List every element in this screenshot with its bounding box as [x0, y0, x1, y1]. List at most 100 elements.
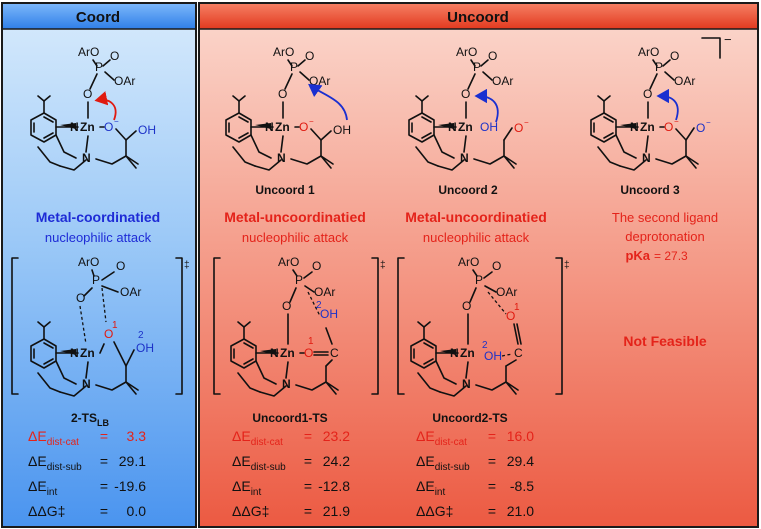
svg-text:ArO: ArO: [78, 45, 99, 59]
svg-text:OH: OH: [480, 120, 498, 134]
svg-text:=: =: [100, 478, 108, 494]
svg-text:−: −: [309, 117, 314, 126]
svg-text:=: =: [488, 453, 496, 469]
svg-text:N: N: [450, 346, 459, 360]
svg-text:=: =: [304, 428, 312, 444]
svg-text:O: O: [312, 259, 321, 273]
energy-value-int: -19.6: [114, 478, 146, 494]
svg-text:=: =: [304, 453, 312, 469]
svg-text:1: 1: [308, 336, 314, 347]
svg-text:O: O: [299, 120, 308, 134]
uncoord1-label: Uncoord 1: [255, 183, 315, 197]
svg-text:O: O: [76, 291, 85, 305]
svg-text:OH: OH: [333, 123, 351, 137]
svg-text:OAr: OAr: [674, 74, 695, 88]
energy-value-dist_cat: 3.3: [127, 428, 147, 444]
energy-value-ddg: 21.0: [507, 503, 534, 519]
svg-text:=: =: [304, 503, 312, 519]
svg-text:ArO: ArO: [458, 255, 479, 269]
svg-text:=: =: [100, 453, 108, 469]
energy-value-ddg: 0.0: [127, 503, 147, 519]
svg-text:N: N: [642, 151, 651, 165]
svg-text:‡: ‡: [564, 260, 570, 271]
coord-ts-structure: ArO P O OAr O Zn N N O 1 2 OH 2-TSLB: [30, 255, 154, 428]
svg-text:N: N: [448, 120, 457, 134]
svg-text:O: O: [492, 259, 501, 273]
uncoord2-label: Uncoord 2: [438, 183, 498, 197]
svg-text:O: O: [116, 259, 125, 273]
svg-text:N: N: [265, 120, 274, 134]
svg-text:O: O: [282, 299, 291, 313]
uncoord3-structure: ArO P O OAr O Zn N N O − O − Uncoord 3: [590, 45, 711, 197]
uncoord1-desc-title: Metal-uncoordinatied: [224, 209, 366, 225]
svg-text:N: N: [460, 151, 469, 165]
energy-value-dist_sub: 29.1: [119, 453, 146, 469]
energy-label-dist_cat: ΔEdist-cat: [232, 428, 283, 448]
uncoord1-structure: ArO P O OAr O Zn N N O − OH Uncoord 1: [225, 45, 351, 197]
svg-text:C: C: [330, 346, 339, 360]
not-feasible: Not Feasible: [623, 333, 706, 349]
svg-text:O: O: [83, 87, 92, 101]
svg-text:N: N: [82, 151, 91, 165]
svg-text:OAr: OAr: [114, 74, 135, 88]
svg-text:O: O: [104, 327, 113, 341]
uncoord3-label: Uncoord 3: [620, 183, 680, 197]
svg-text:O: O: [461, 87, 470, 101]
svg-text:Zn: Zn: [80, 120, 95, 134]
svg-text:Zn: Zn: [275, 120, 290, 134]
svg-text:Zn: Zn: [80, 346, 95, 360]
uncoord2-desc-title: Metal-uncoordinatied: [405, 209, 547, 225]
svg-text:2: 2: [482, 340, 488, 351]
energy-label-dist_cat: ΔEdist-cat: [416, 428, 467, 448]
energy-label-dist_sub: ΔEdist-sub: [416, 453, 470, 473]
svg-text:O: O: [110, 49, 119, 63]
svg-text:OAr: OAr: [314, 285, 335, 299]
svg-text:N: N: [282, 377, 291, 391]
svg-text:−: −: [674, 117, 679, 126]
svg-text:2: 2: [316, 300, 322, 311]
svg-text:OAr: OAr: [492, 74, 513, 88]
svg-text:OH: OH: [136, 341, 154, 355]
charge-bracket: [701, 37, 721, 59]
svg-text:O: O: [670, 49, 679, 63]
energy-label-ddg: ΔΔG‡: [28, 503, 65, 519]
svg-text:1: 1: [514, 302, 520, 313]
svg-text:ArO: ArO: [638, 45, 659, 59]
energy-label-dist_cat: ΔEdist-cat: [28, 428, 79, 448]
svg-text:=: =: [100, 503, 108, 519]
pka-value: = 27.3: [654, 249, 688, 263]
uncoord2-structure: ArO P O OAr O Zn N N OH O − Uncoord 2: [408, 45, 529, 197]
svg-text:P: P: [475, 273, 483, 287]
svg-text:O: O: [305, 49, 314, 63]
svg-text:O: O: [488, 49, 497, 63]
energy-label-int: ΔEint: [232, 478, 261, 498]
energy-label-dist_sub: ΔEdist-sub: [28, 453, 82, 473]
energy-value-dist_cat: 23.2: [323, 428, 350, 444]
svg-text:N: N: [462, 377, 471, 391]
svg-text:ArO: ArO: [78, 255, 99, 269]
svg-text:OH: OH: [484, 349, 502, 363]
svg-text:C: C: [514, 346, 523, 360]
energy-value-int: -8.5: [510, 478, 534, 494]
svg-text:OAr: OAr: [120, 285, 141, 299]
svg-text:Zn: Zn: [460, 346, 475, 360]
uncoord1-desc-subtitle: nucleophilic attack: [242, 230, 349, 245]
svg-text:N: N: [70, 346, 79, 360]
svg-text:‡: ‡: [380, 260, 386, 271]
svg-text:O: O: [506, 309, 515, 323]
energy-value-dist_cat: 16.0: [507, 428, 534, 444]
energy-value-ddg: 21.9: [323, 503, 350, 519]
svg-text:=: =: [488, 503, 496, 519]
uncoord2-ts-structure: ArO P O OAr O O 1 Zn N N OH 2 C Uncoord2…: [410, 255, 523, 425]
uncoord1-ts-label: Uncoord1-TS: [252, 411, 327, 425]
coord-panel: [1, 2, 197, 528]
svg-text:1: 1: [112, 320, 118, 331]
uncoord1-ts-structure: ArO P O OAr O OH 2 Zn N N O 1 C Uncoord1…: [230, 255, 339, 425]
uncoord3-desc-line2: deprotonation: [625, 229, 705, 244]
svg-text:ArO: ArO: [278, 255, 299, 269]
svg-text:P: P: [655, 60, 663, 74]
coord-reactant-structure: ArO P O OAr O Zn N N O − OH: [30, 45, 156, 171]
energy-value-dist_sub: 29.4: [507, 453, 534, 469]
svg-text:P: P: [92, 273, 100, 287]
